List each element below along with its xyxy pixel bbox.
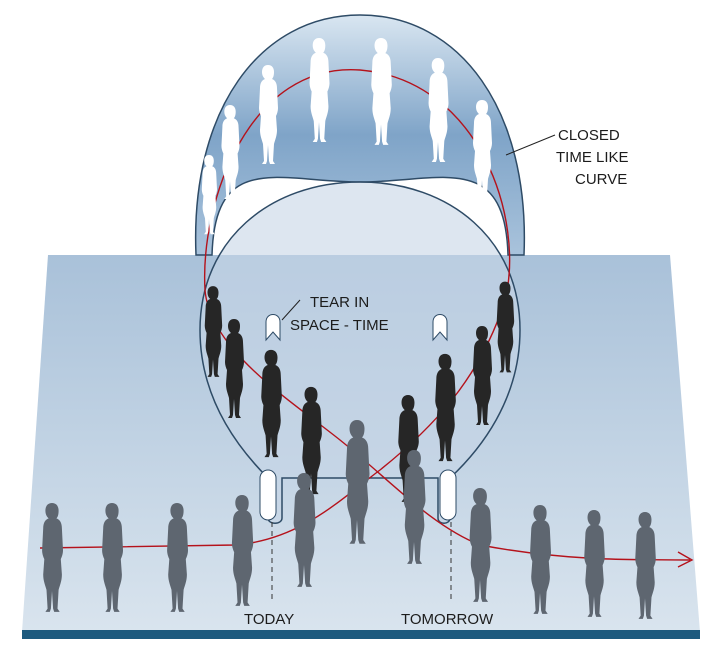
today-label: TODAY bbox=[244, 611, 294, 628]
arrow-head-icon bbox=[677, 551, 694, 568]
ctc-label-1: CLOSED bbox=[558, 127, 620, 144]
ctc-label-3: CURVE bbox=[575, 171, 627, 188]
tear-leader bbox=[281, 299, 301, 321]
tear-hole-right bbox=[432, 314, 448, 342]
tear-label-2: SPACE - TIME bbox=[290, 317, 389, 334]
ctc-label-2: TIME LIKE bbox=[556, 149, 629, 166]
base-bar bbox=[22, 630, 700, 639]
tear-hole-left bbox=[265, 314, 281, 342]
tear-slot-left bbox=[259, 469, 277, 521]
ctc-leader bbox=[505, 134, 556, 156]
tear-slot-right bbox=[439, 469, 457, 521]
tomorrow-label: TOMORROW bbox=[401, 611, 494, 628]
tear-label-1: TEAR IN bbox=[310, 294, 369, 311]
